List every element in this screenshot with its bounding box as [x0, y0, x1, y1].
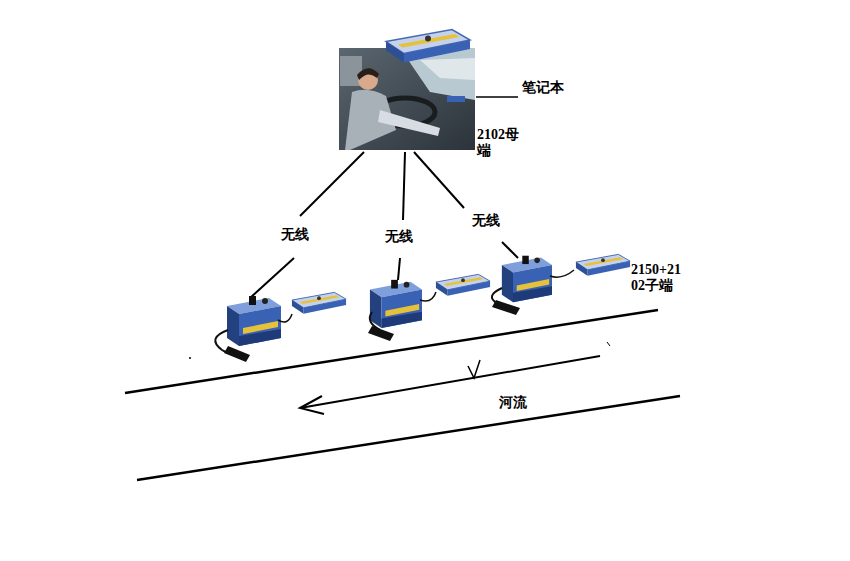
text-label: 无线 [383, 228, 415, 246]
text-label: 2150+2102子端 [631, 262, 683, 294]
text-label: 河流 [497, 394, 529, 412]
text-label: 笔记本 [522, 80, 564, 96]
text-label: 无线 [279, 226, 311, 244]
text-label: 2102母端 [477, 127, 525, 159]
text-label: 无线 [470, 212, 502, 230]
